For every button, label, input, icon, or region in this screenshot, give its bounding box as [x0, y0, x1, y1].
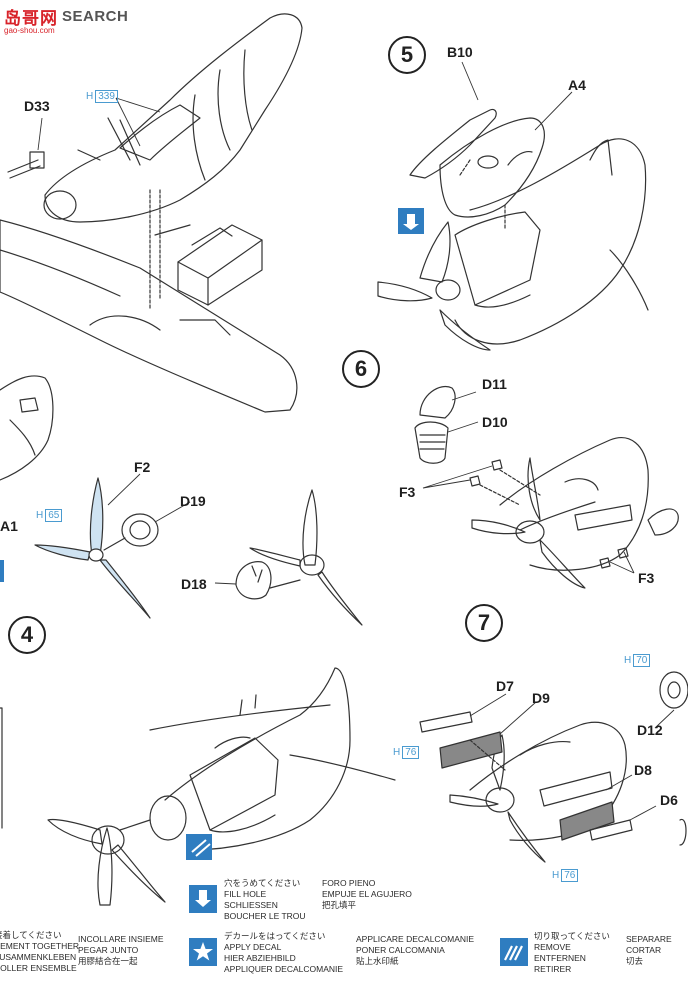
color-ref-prefix: H	[624, 655, 632, 666]
legend-fill-hole-cn: 把孔填平	[322, 900, 357, 910]
legend-decal-de: HIER ABZIEHBILD	[224, 953, 296, 963]
color-ref-prefix: H	[36, 510, 44, 521]
legend-remove-de: ENTFERNEN	[534, 953, 586, 963]
color-ref-code: 76	[561, 869, 579, 882]
part-label-d19: D19	[180, 493, 206, 509]
color-ref-h70: H 70	[624, 654, 651, 667]
color-ref-prefix: H	[393, 747, 401, 758]
legend-decal-es: PONER CALCOMANIA	[356, 945, 445, 955]
step7-assembly	[419, 671, 688, 863]
color-ref-h339: H 339	[86, 90, 118, 103]
legend-cement-cn: 用膠結合在一起	[78, 956, 138, 966]
seat-part	[177, 224, 263, 306]
watermark-search: SEARCH	[62, 8, 129, 25]
legend-remove-es: CORTAR	[626, 945, 662, 955]
part-label-a4: A4	[568, 77, 586, 93]
color-ref-h76-a: H 76	[393, 746, 420, 759]
wing-top-left	[0, 219, 298, 413]
legend-remove-it: SEPARARE	[626, 934, 672, 944]
legend-cement-it: INCOLLARE INSIEME	[78, 934, 164, 944]
legend-fill-hole-2: FORO PIENO EMPUJE EL AGUJERO 把孔填平	[322, 878, 412, 911]
legend-remove-cn: 切去	[626, 956, 644, 966]
step5-assembly	[377, 108, 649, 351]
legend-decal-it: APPLICARE DECALCOMANIE	[356, 934, 475, 944]
step-6-number: 6	[342, 350, 380, 388]
step4-assembly	[0, 667, 396, 906]
legend-cement-en: CEMENT TOGETHER	[0, 941, 80, 951]
legend-cement-es: PEGAR JUNTO	[78, 945, 139, 955]
color-ref-h76-b: H 76	[552, 869, 579, 882]
legend-fill-hole-es: EMPUJE EL AGUJERO	[322, 889, 412, 899]
legend-fill-hole: 穴をうめてください FILL HOLE SCHLIESSEN BOUCHER L…	[224, 878, 306, 922]
part-label-d9: D9	[532, 690, 550, 706]
legend-remove-jp: 切り取ってください	[534, 931, 610, 941]
fuselage-top-left	[7, 13, 303, 223]
legend-remove-en: REMOVE	[534, 942, 571, 952]
legend-cement: 接着してください CEMENT TOGETHER ZUSAMMENKLEBEN …	[0, 930, 79, 974]
step-5-number: 5	[388, 36, 426, 74]
step-4-number: 4	[8, 616, 46, 654]
part-label-d11: D11	[482, 376, 507, 392]
legend-decal-fr: APPLIQUER DECALCOMANIE	[224, 964, 344, 974]
color-ref-code: 65	[45, 509, 63, 522]
part-label-d8: D8	[634, 762, 652, 778]
leader-lines	[37, 61, 675, 821]
part-label-f2: F2	[134, 459, 151, 475]
propeller-f2	[34, 477, 159, 619]
legend-fill-hole-it: FORO PIENO	[322, 878, 376, 888]
legend-decal-2: APPLICARE DECALCOMANIE PONER CALCOMANIA …	[356, 934, 474, 967]
legend-remove: 切り取ってください REMOVE ENTFERNEN RETIRER	[534, 931, 610, 975]
watermark: 岛哥网 SEARCH	[4, 4, 128, 29]
legend-remove-fr: RETIRER	[534, 964, 572, 974]
tail-fragment-left	[0, 375, 54, 481]
color-ref-prefix: H	[86, 91, 94, 102]
decal-star-icon	[189, 938, 217, 966]
part-label-f3-left: F3	[399, 484, 416, 500]
legend-cement-de: ZUSAMMENKLEBEN	[0, 952, 77, 962]
color-ref-code: 70	[633, 654, 651, 667]
legend-fill-hole-de: SCHLIESSEN	[224, 900, 278, 910]
legend-cement-2: INCOLLARE INSIEME PEGAR JUNTO 用膠結合在一起	[78, 934, 164, 967]
legend-cement-jp: 接着してください	[0, 930, 62, 940]
color-ref-prefix: H	[552, 870, 560, 881]
legend-fill-hole-fr: BOUCHER LE TROU	[224, 911, 306, 921]
part-label-a1: A1	[0, 518, 18, 534]
fill-hole-icon	[189, 885, 217, 913]
legend-cement-fr: COLLER ENSEMBLE	[0, 963, 77, 973]
legend-decal-en: APPLY DECAL	[224, 942, 282, 952]
part-label-d6: D6	[660, 792, 678, 808]
color-ref-code: 76	[402, 746, 420, 759]
legend-decal-cn: 貼上水印紙	[356, 956, 399, 966]
legend-remove-2: SEPARARE CORTAR 切去	[626, 934, 672, 967]
propeller-assembled	[249, 489, 363, 626]
part-label-f3-right: F3	[638, 570, 655, 586]
watermark-url: gao-shou.com	[4, 26, 55, 35]
remove-cut-icon	[500, 938, 528, 966]
part-label-d10: D10	[482, 414, 508, 430]
color-ref-code: 339	[95, 90, 118, 103]
part-label-d7: D7	[496, 678, 514, 694]
part-label-d18: D18	[181, 576, 207, 592]
legend-decal: デカールをはってください APPLY DECAL HIER ABZIEHBILD…	[224, 931, 343, 975]
legend-decal-jp: デカールをはってください	[224, 931, 326, 941]
step-7-number: 7	[465, 604, 503, 642]
legend-fill-hole-jp: 穴をうめてください	[224, 878, 301, 888]
part-label-d12: D12	[637, 722, 663, 738]
step6-assembly	[414, 386, 679, 589]
watermark-logo: 岛哥网	[4, 9, 58, 28]
spinner-d18	[235, 561, 272, 600]
inline-icons	[0, 208, 424, 860]
part-label-b10: B10	[447, 44, 473, 60]
part-label-d33: D33	[24, 98, 50, 114]
color-ref-h65: H 65	[36, 509, 63, 522]
legend-fill-hole-en: FILL HOLE	[224, 889, 267, 899]
